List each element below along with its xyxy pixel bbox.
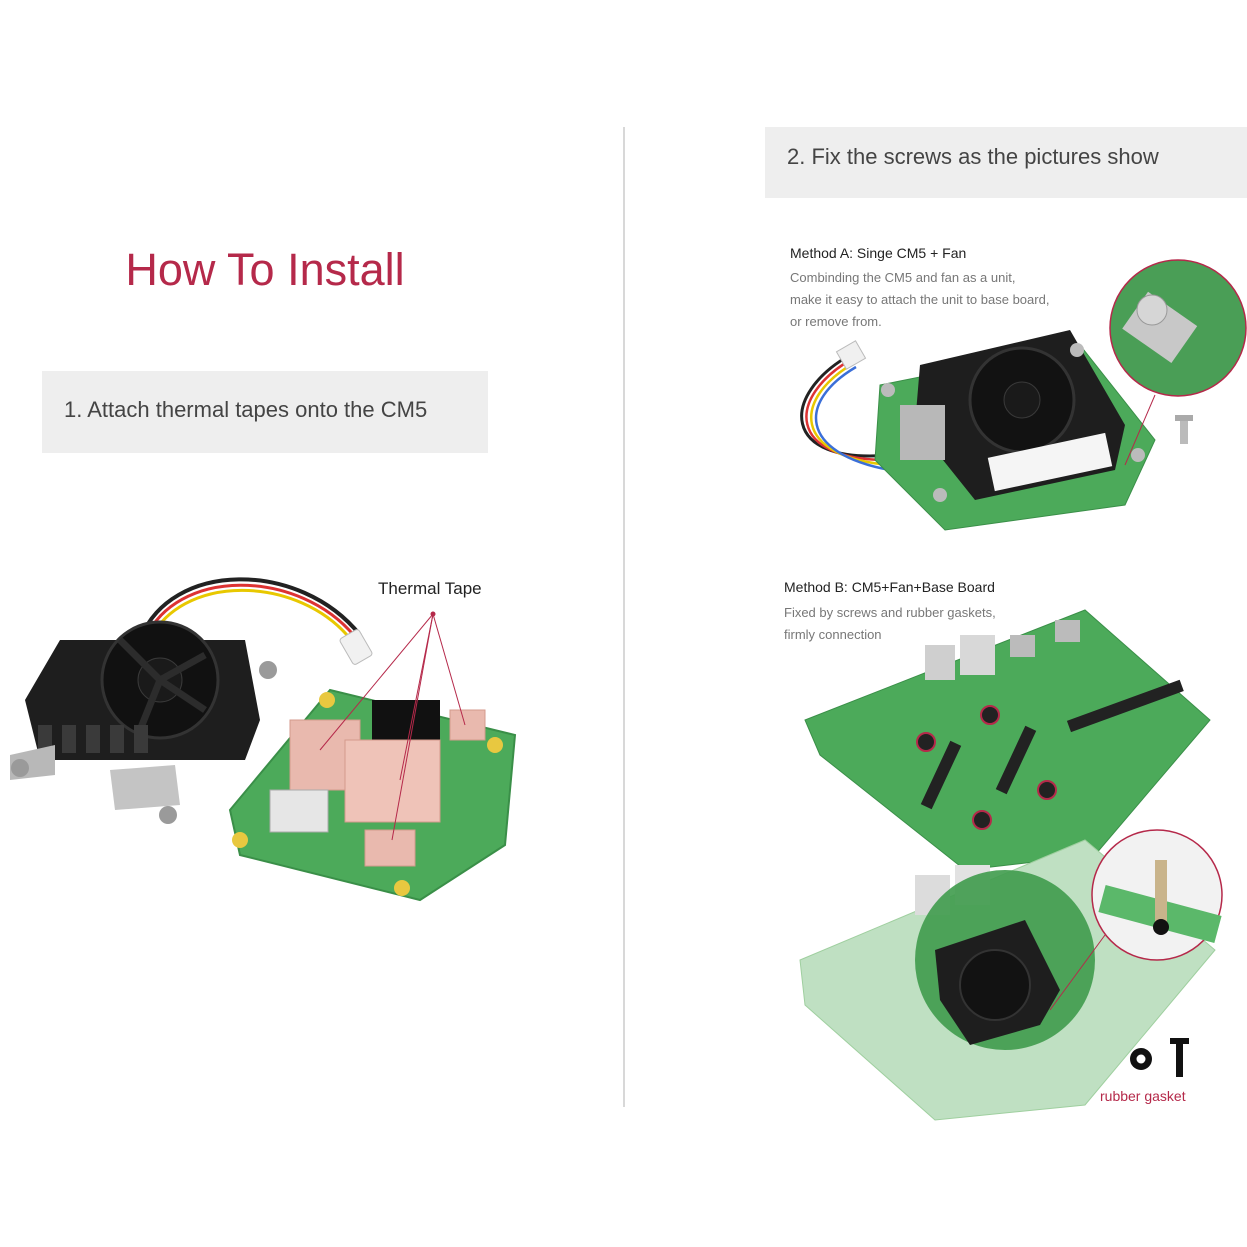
center-divider <box>623 127 625 1107</box>
method-a-heading: Method A: Singe CM5 + Fan <box>790 245 967 261</box>
step-1-banner: 1. Attach thermal tapes onto the CM5 <box>42 371 488 453</box>
step-1-label: 1. Attach thermal tapes onto the CM5 <box>64 397 428 422</box>
fan-and-cm5-illustration <box>10 577 517 902</box>
method-b-illustration <box>799 609 1223 1121</box>
rubber-gasket-label: rubber gasket <box>1100 1088 1186 1104</box>
page-title: How To Install <box>125 244 405 295</box>
step-2-label: 2. Fix the screws as the pictures show <box>787 144 1159 169</box>
thermal-tape-callout: Thermal Tape <box>378 579 482 598</box>
step-2-banner: 2. Fix the screws as the pictures show <box>765 127 1247 198</box>
method-a-description: Combinding the CM5 and fan as a unit, ma… <box>790 270 1050 329</box>
method-b-heading: Method B: CM5+Fan+Base Board <box>784 579 995 595</box>
method-a-illustration <box>800 259 1247 531</box>
method-b-description: Fixed by screws and rubber gaskets, firm… <box>784 605 996 642</box>
